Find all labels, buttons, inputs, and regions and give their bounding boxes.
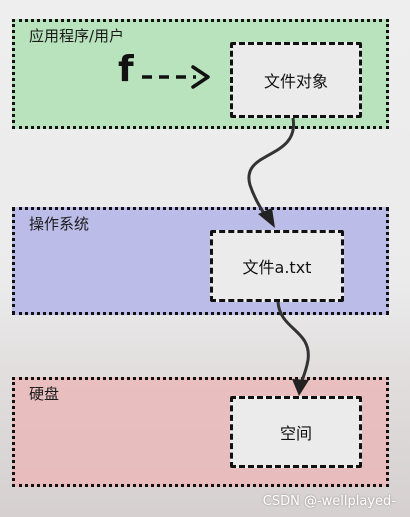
file-pointer-f: f <box>118 49 134 90</box>
disk-space-box: 空间 <box>230 396 362 468</box>
arrowhead-object-to-file <box>258 208 275 228</box>
layer-label-app: 应用程序/用户 <box>29 27 125 45</box>
layer-label-os: 操作系统 <box>29 215 90 233</box>
curve-arrow-object-to-file <box>247 117 295 221</box>
arrowhead-file-to-space <box>292 379 309 396</box>
file-a-label: 文件a.txt <box>242 258 312 277</box>
disk-space-label: 空间 <box>279 424 312 443</box>
curve-arrow-file-to-space <box>276 301 310 387</box>
pointer-dashed-arrow <box>142 65 210 89</box>
file-object-label: 文件对象 <box>263 72 328 91</box>
file-object-box: 文件对象 <box>230 42 362 118</box>
file-a-box: 文件a.txt <box>210 230 344 302</box>
layer-label-disk: 硬盘 <box>29 385 60 403</box>
csdn-watermark: CSDN @-wellplayed- <box>262 494 396 509</box>
